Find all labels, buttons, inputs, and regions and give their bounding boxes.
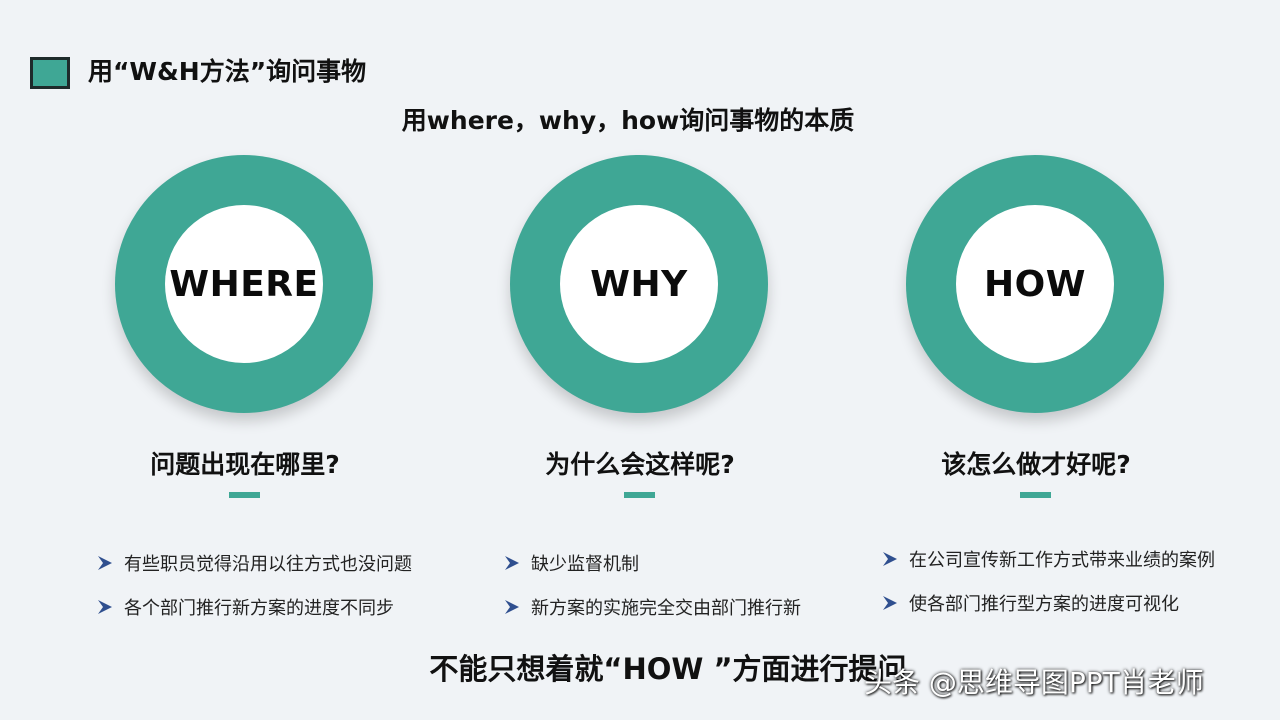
ring-how: HOW bbox=[906, 155, 1164, 413]
list-item: 使各部门推行型方案的进度可视化 bbox=[881, 592, 1215, 615]
ring-label-where: WHERE bbox=[169, 263, 319, 305]
bullet-text: 有些职员觉得沿用以往方式也没问题 bbox=[124, 554, 412, 575]
watermark: 头条 @思维导图PPT肖老师 bbox=[864, 666, 1204, 699]
ring-label-how: HOW bbox=[984, 263, 1086, 305]
ring-inner-why: WHY bbox=[560, 205, 718, 363]
bullet-list-why: 缺少监督机制 新方案的实施完全交由部门推行新 bbox=[503, 552, 801, 640]
subtitle: 用where，why，how询问事物的本质 bbox=[401, 106, 855, 135]
header-accent-box bbox=[30, 57, 70, 89]
header-title: 用“W&H方法”询问事物 bbox=[88, 57, 367, 86]
list-item: 缺少监督机制 bbox=[503, 552, 801, 575]
ring-where: WHERE bbox=[115, 155, 373, 413]
ring-label-why: WHY bbox=[590, 263, 688, 305]
ring-why: WHY bbox=[510, 155, 768, 413]
arrow-right-icon bbox=[98, 556, 112, 570]
list-item: 有些职员觉得沿用以往方式也没问题 bbox=[96, 552, 412, 575]
arrow-right-icon bbox=[505, 556, 519, 570]
ring-inner-how: HOW bbox=[956, 205, 1114, 363]
question-why: 为什么会这样呢? bbox=[545, 450, 735, 479]
bullet-text: 各个部门推行新方案的进度不同步 bbox=[124, 598, 394, 619]
arrow-right-icon bbox=[883, 596, 897, 610]
column-how: HOW 该怎么做才好呢? bbox=[846, 150, 1226, 520]
bullet-list-how: 在公司宣传新工作方式带来业绩的案例 使各部门推行型方案的进度可视化 bbox=[881, 548, 1215, 636]
divider-dash bbox=[624, 492, 655, 498]
question-how: 该怎么做才好呢? bbox=[941, 450, 1131, 479]
arrow-right-icon bbox=[883, 552, 897, 566]
divider-dash bbox=[229, 492, 260, 498]
arrow-right-icon bbox=[505, 600, 519, 614]
question-where: 问题出现在哪里? bbox=[150, 450, 340, 479]
divider-dash bbox=[1020, 492, 1051, 498]
list-item: 在公司宣传新工作方式带来业绩的案例 bbox=[881, 548, 1215, 571]
list-item: 新方案的实施完全交由部门推行新 bbox=[503, 596, 801, 619]
column-why: WHY 为什么会这样呢? bbox=[450, 150, 830, 520]
bullet-text: 缺少监督机制 bbox=[531, 554, 639, 575]
bullet-text: 新方案的实施完全交由部门推行新 bbox=[531, 598, 801, 619]
bullet-list-where: 有些职员觉得沿用以往方式也没问题 各个部门推行新方案的进度不同步 bbox=[96, 552, 412, 640]
bottom-statement: 不能只想着就“HOW ”方面进行提问 bbox=[429, 652, 907, 686]
column-where: WHERE 问题出现在哪里? bbox=[55, 150, 435, 520]
list-item: 各个部门推行新方案的进度不同步 bbox=[96, 596, 412, 619]
ring-inner-where: WHERE bbox=[165, 205, 323, 363]
bullet-text: 使各部门推行型方案的进度可视化 bbox=[909, 594, 1179, 615]
bullet-text: 在公司宣传新工作方式带来业绩的案例 bbox=[909, 550, 1215, 571]
arrow-right-icon bbox=[98, 600, 112, 614]
